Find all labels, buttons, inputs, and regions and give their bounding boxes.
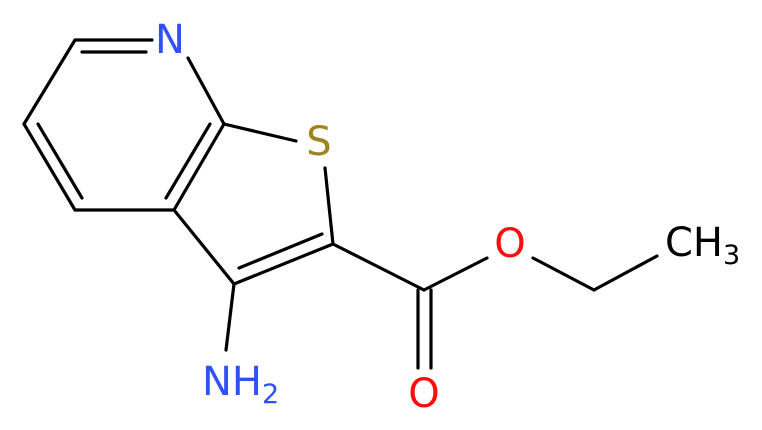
amine-symbol: NH <box>202 359 262 405</box>
bonds <box>22 38 659 370</box>
bond-ch2-ch3 <box>592 254 659 292</box>
bond-c5-c4-inner <box>36 122 84 200</box>
bond-c5-c4 <box>22 122 77 212</box>
amine-label: NH2 <box>202 359 279 410</box>
bond-c3-c3a <box>172 208 236 286</box>
pyridine-nitrogen-label: N <box>155 17 185 63</box>
bond-c2-c3 <box>232 242 335 286</box>
methyl-symbol: CH <box>665 220 723 266</box>
bond-c2-c3-inner <box>237 232 324 270</box>
methyl-subscript: 3 <box>723 240 740 271</box>
atom-labels: N S NH2 O O CH3 <box>155 17 740 417</box>
bond-carbonyl-oester <box>422 256 489 292</box>
bond-n-c7a <box>186 56 226 126</box>
bond-c3a-c7a-inner <box>164 122 212 200</box>
bond-c3-nh2 <box>224 282 236 352</box>
carbonyl-oxygen-label: O <box>408 371 439 417</box>
bond-oester-ch2 <box>531 256 596 292</box>
bond-c6-c5 <box>22 38 77 126</box>
amine-subscript: 2 <box>262 379 279 410</box>
bond-c2-carbonyl <box>331 242 426 292</box>
bond-c3a-c7a <box>172 122 226 212</box>
ester-oxygen-label: O <box>494 221 525 267</box>
bond-s-c2 <box>323 166 335 246</box>
bond-c7a-s <box>222 122 298 143</box>
methyl-label: CH3 <box>665 220 740 271</box>
thiophene-sulfur-label: S <box>306 119 331 165</box>
